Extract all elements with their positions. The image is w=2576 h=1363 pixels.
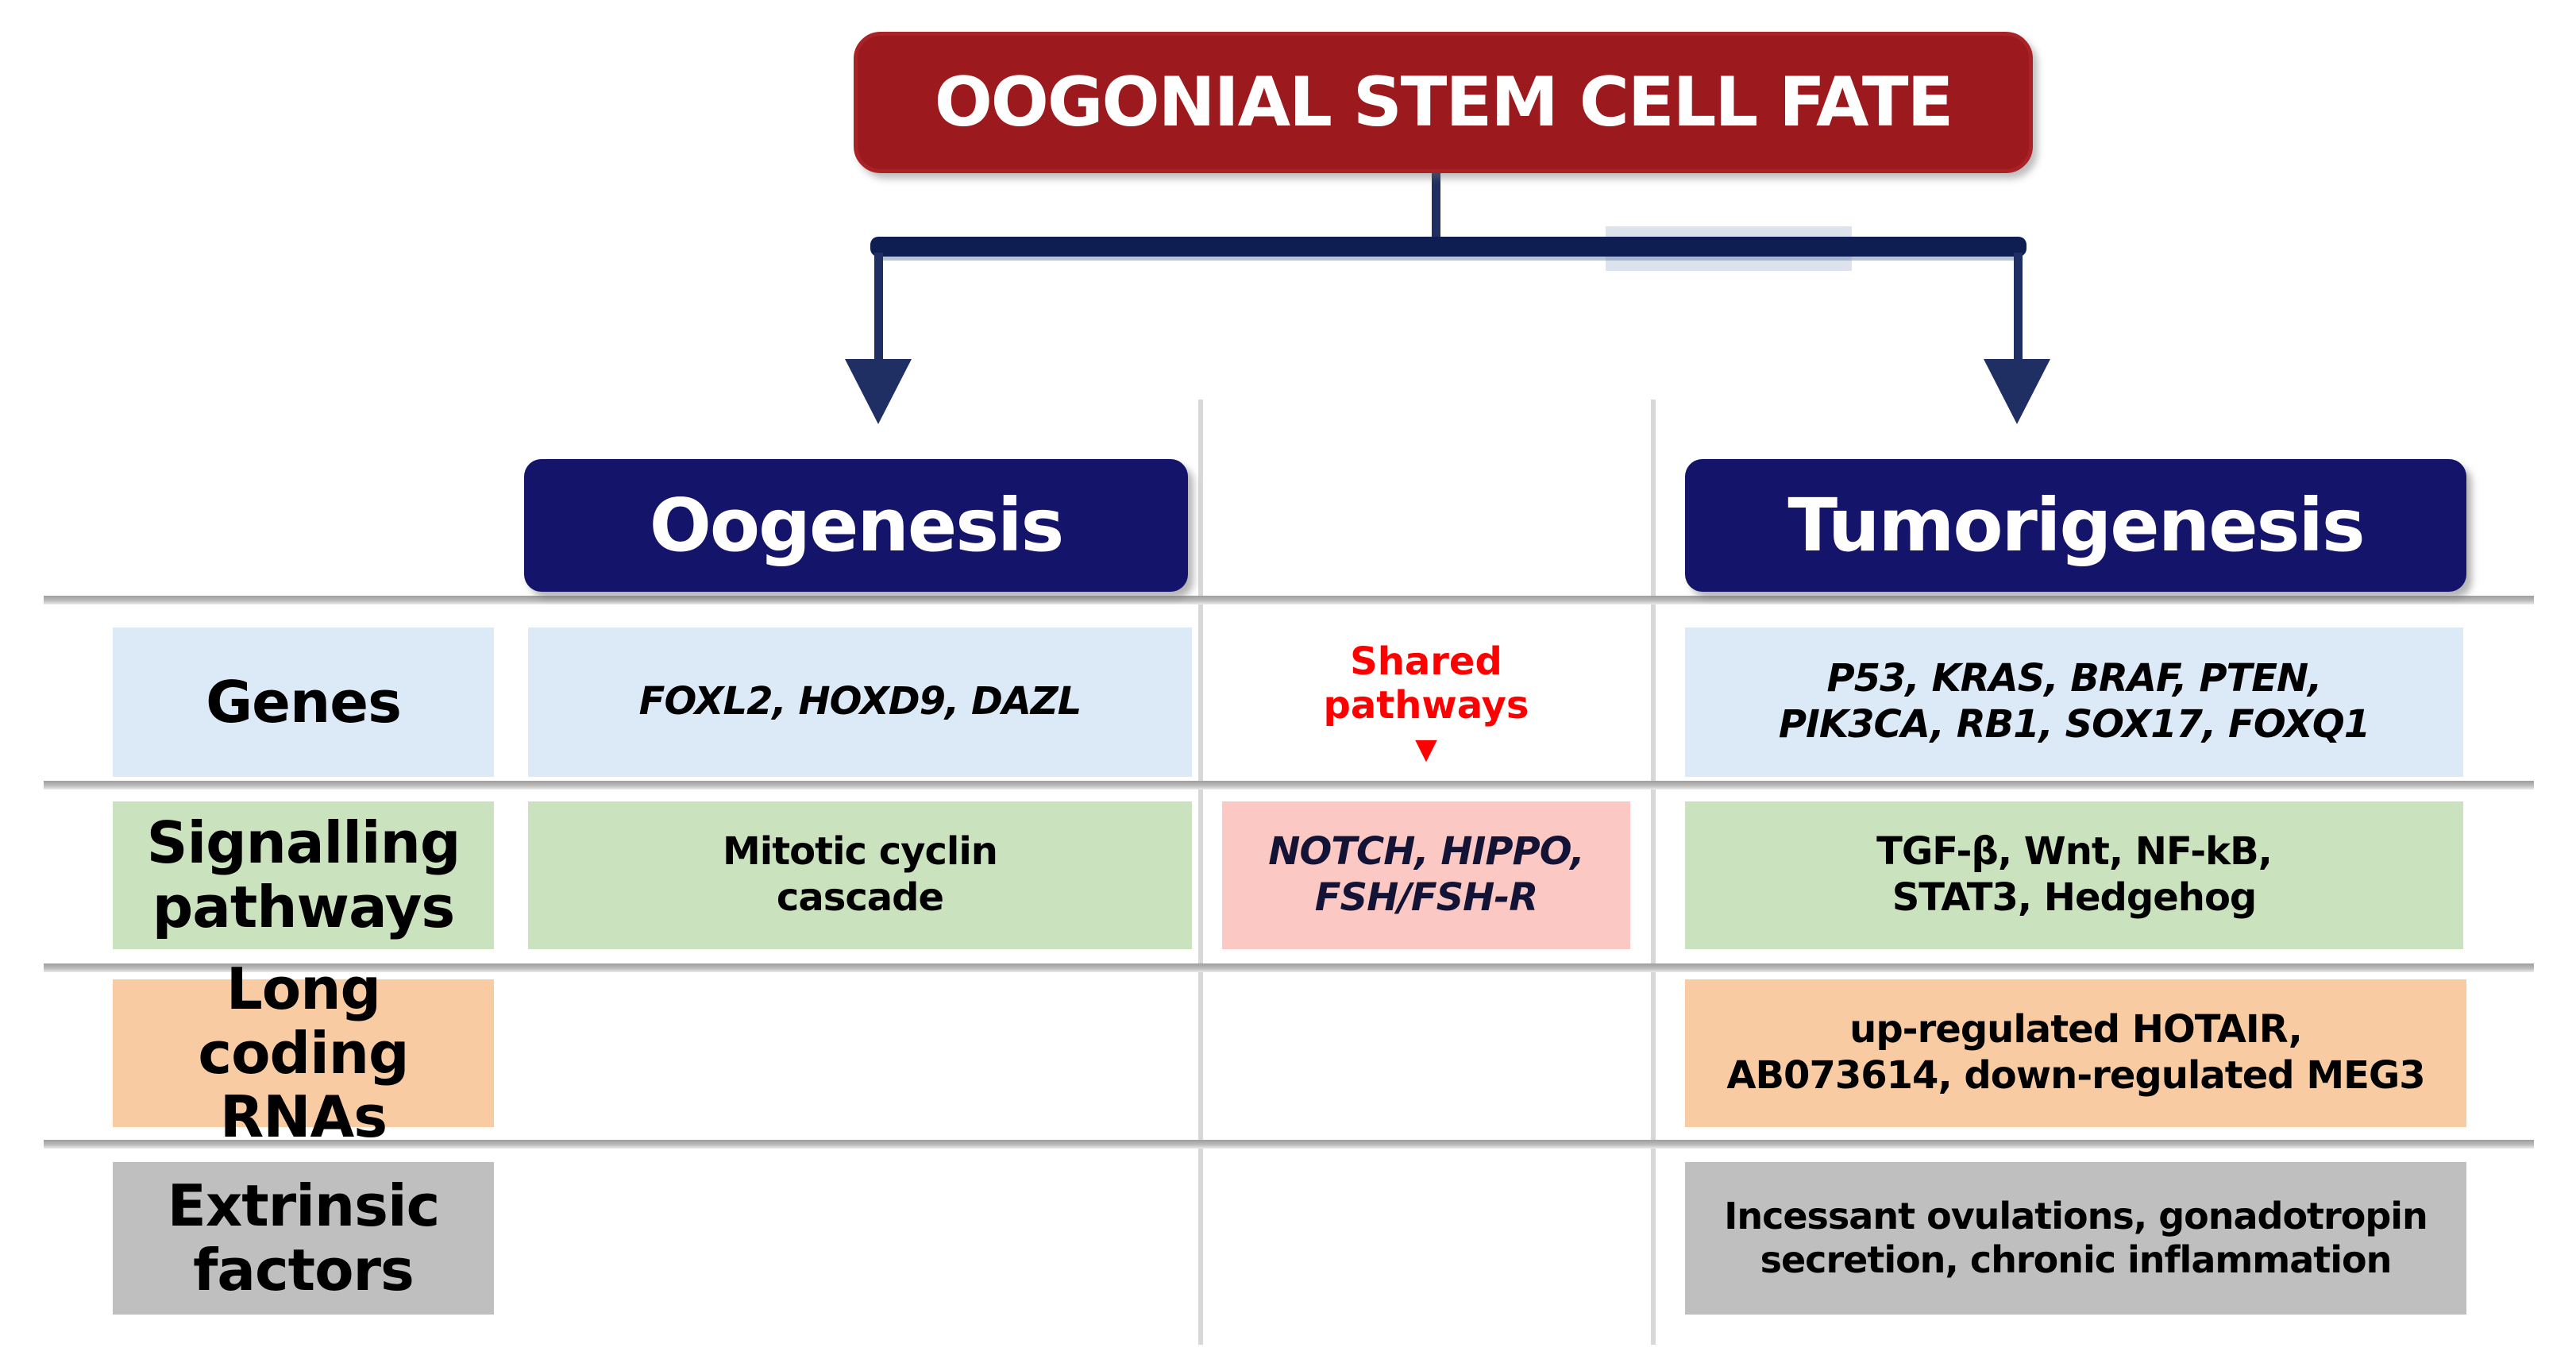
signalling-shared-cell: NOTCH, HIPPO, FSH/FSH-R	[1222, 801, 1630, 949]
genes-row-label: Genes	[113, 627, 494, 777]
title-box: OOGONIAL STEM CELL FATE	[854, 32, 2033, 173]
signalling-row-label: Signalling pathways	[113, 801, 494, 949]
oogenesis-header: Oogenesis	[524, 459, 1188, 592]
shared-pathways-label: Shared pathways	[1323, 639, 1529, 728]
genes-oogenesis-cell: FOXL2, HOXD9, DAZL	[528, 627, 1192, 777]
tumorigenesis-header-label: Tumorigenesis	[1787, 483, 2365, 568]
extrinsic-tumorigenesis-cell: Incessant ovulations, gonadotropin secre…	[1685, 1162, 2466, 1315]
row-separator	[44, 1140, 2534, 1149]
signalling-oogenesis-cell: Mitotic cyclin cascade	[528, 801, 1192, 949]
genes-oogenesis-text: FOXL2, HOXD9, DAZL	[638, 679, 1082, 724]
signalling-shared-text: NOTCH, HIPPO, FSH/FSH-R	[1268, 829, 1584, 920]
stem-line	[1432, 168, 1440, 244]
extrinsic-row-label-text: Extrinsic factors	[167, 1172, 441, 1303]
signalling-oogenesis-text: Mitotic cyclin cascade	[723, 829, 998, 920]
highlight-artifact	[1606, 226, 1852, 271]
column-divider-right	[1651, 400, 1656, 1345]
right-drop-line	[2014, 253, 2023, 364]
tumorigenesis-header: Tumorigenesis	[1685, 459, 2466, 592]
bar-halo	[881, 254, 2017, 261]
down-triangle-icon: ▼	[1415, 733, 1437, 766]
genes-tumorigenesis-cell: P53, KRAS, BRAF, PTEN, PIK3CA, RB1, SOX1…	[1685, 627, 2463, 777]
lncrna-tumorigenesis-text: up-regulated HOTAIR, AB073614, down-regu…	[1726, 1007, 2425, 1098]
column-divider-left	[1198, 400, 1203, 1345]
shared-pathways-callout: Shared pathways ▼	[1222, 627, 1630, 777]
row-separator	[44, 781, 2534, 790]
lncrna-tumorigenesis-cell: up-regulated HOTAIR, AB073614, down-regu…	[1685, 979, 2466, 1127]
left-drop-line	[874, 253, 883, 364]
extrinsic-row-label: Extrinsic factors	[113, 1162, 494, 1315]
genes-row-label-text: Genes	[206, 668, 402, 736]
signalling-tumorigenesis-cell: TGF-β, Wnt, NF-kB, STAT3, Hedgehog	[1685, 801, 2463, 949]
lncrna-row-label: Long coding RNAs	[113, 957, 494, 1149]
extrinsic-tumorigenesis-text: Incessant ovulations, gonadotropin secre…	[1724, 1194, 2428, 1281]
page-title: OOGONIAL STEM CELL FATE	[934, 63, 1954, 142]
signalling-row-label-text: Signalling pathways	[146, 809, 461, 940]
horizontal-bar	[870, 237, 2026, 257]
lncrna-row-label-text: Long coding RNAs	[198, 956, 409, 1151]
oogenesis-header-label: Oogenesis	[649, 483, 1065, 568]
row-separator	[44, 596, 2534, 604]
right-arrowhead-icon	[1984, 359, 2050, 424]
left-arrowhead-icon	[845, 359, 912, 424]
genes-tumorigenesis-text: P53, KRAS, BRAF, PTEN, PIK3CA, RB1, SOX1…	[1778, 656, 2370, 747]
signalling-tumorigenesis-text: TGF-β, Wnt, NF-kB, STAT3, Hedgehog	[1876, 829, 2273, 920]
row-separator	[44, 963, 2534, 972]
